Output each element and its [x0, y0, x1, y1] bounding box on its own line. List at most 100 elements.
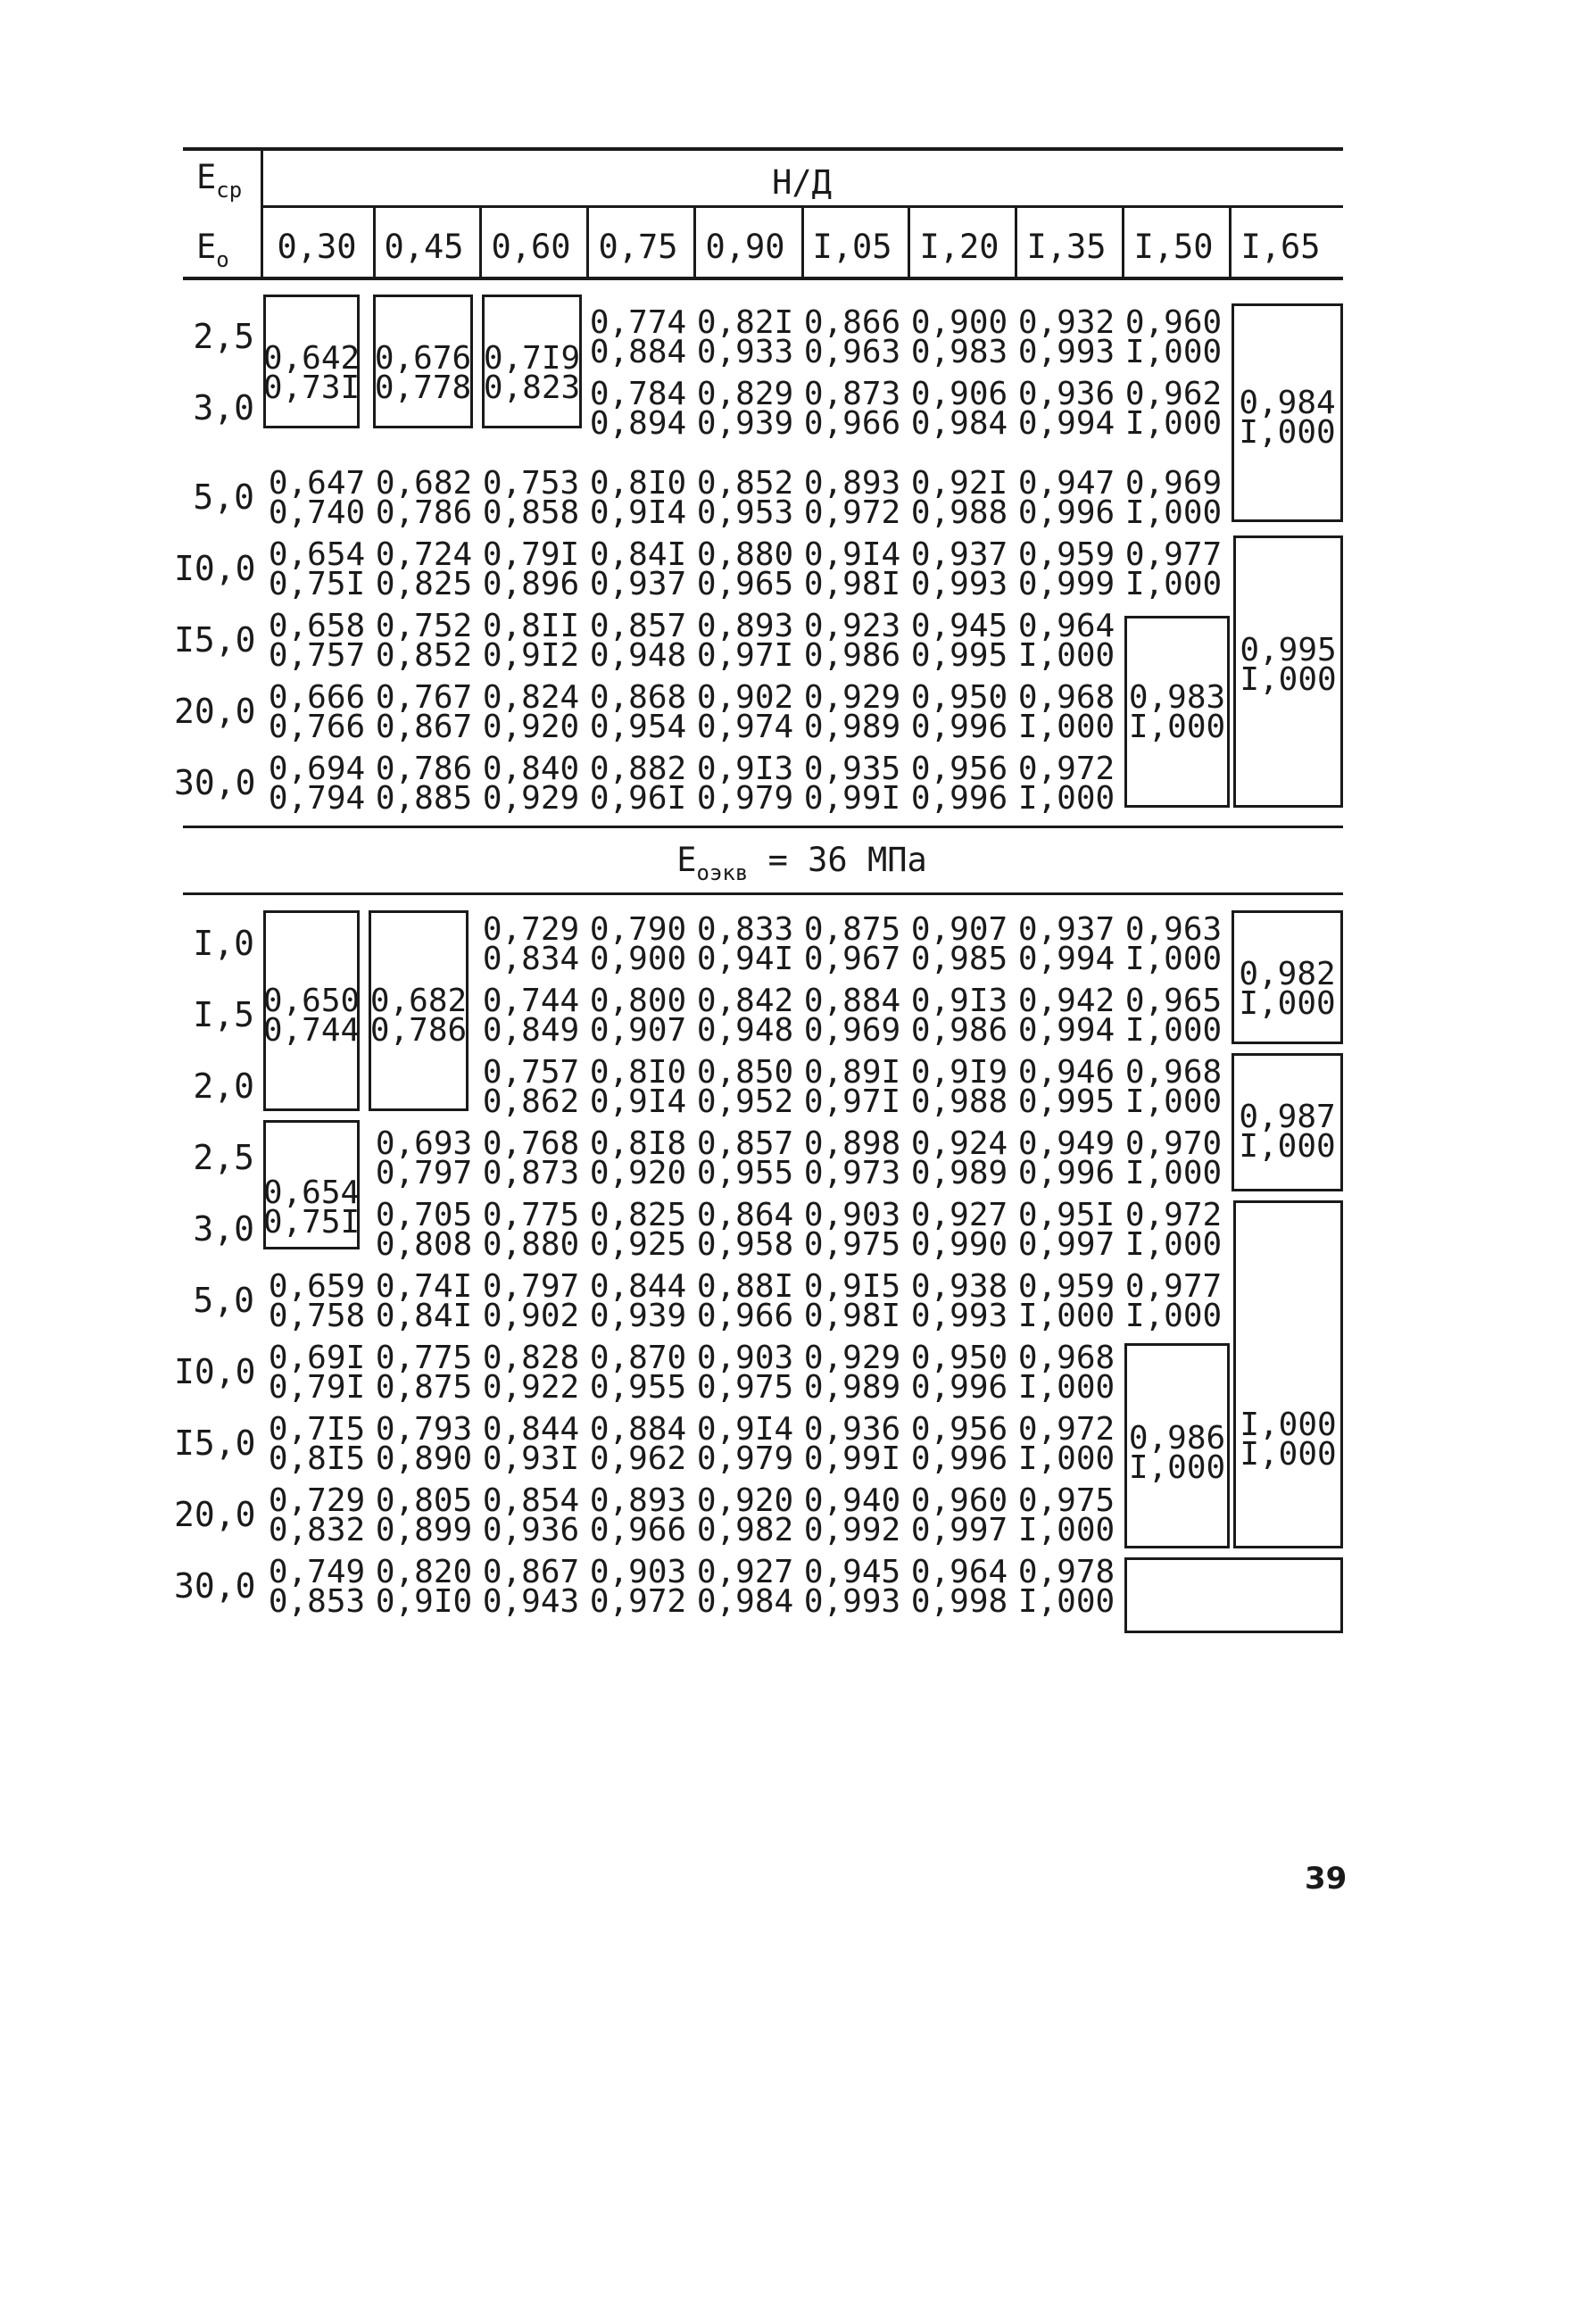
table-cell: 0,694 0,794 — [268, 751, 366, 817]
header-mid-rule — [261, 205, 1343, 208]
merged-cell-box — [263, 1120, 360, 1249]
table-cell: 0,69I 0,79I — [268, 1340, 366, 1406]
table-cell: 0,938 0,993 — [910, 1268, 1008, 1334]
table-cell: 0,854 0,936 — [482, 1482, 580, 1548]
table-cell: 0,8I0 0,9I4 — [589, 1054, 687, 1120]
table-cell: 0,978 I,000 — [1017, 1554, 1115, 1620]
table-cell: 0,840 0,929 — [482, 751, 580, 817]
group-header: Н/Д — [772, 163, 832, 202]
table-cell: 0,864 0,958 — [696, 1197, 794, 1263]
table-cell: 0,868 0,954 — [589, 679, 687, 745]
table-cell: 0,775 0,875 — [375, 1340, 473, 1406]
table-cell: 0,866 0,963 — [803, 304, 901, 370]
table-cell: 0,89I 0,97I — [803, 1054, 901, 1120]
header-col-divider — [479, 207, 482, 277]
eo-label-main: E — [196, 228, 217, 266]
table-cell: 0,82I 0,933 — [696, 304, 794, 370]
table-cell: 0,8I0 0,9I4 — [589, 465, 687, 531]
table-cell: 0,963 I,000 — [1124, 911, 1223, 977]
table-cell: 0,850 0,952 — [696, 1054, 794, 1120]
header-stub-divider — [261, 147, 263, 277]
table-cell: 0,942 0,994 — [1017, 983, 1115, 1049]
table-cell: 0,977 I,000 — [1124, 1268, 1223, 1334]
section-separator-bottom — [183, 892, 1343, 895]
page-number: 39 — [1305, 1861, 1348, 1897]
table-cell: 0,945 0,995 — [910, 608, 1008, 674]
table-cell: 0,962 I,000 — [1124, 376, 1223, 442]
row-label: I5,0 — [174, 620, 256, 660]
merged-cell-box — [1232, 910, 1343, 1044]
table-cell: 0,960 I,000 — [1124, 304, 1223, 370]
merged-cell: 0,983 I,000 — [1128, 679, 1226, 745]
table-cell: 0,829 0,939 — [696, 376, 794, 442]
table-cell: 0,744 0,849 — [482, 983, 580, 1049]
merged-cell: 0,654 0,75I — [262, 1174, 361, 1241]
table-top-rule — [183, 147, 1343, 151]
table-cell: 0,658 0,757 — [268, 608, 366, 674]
table-cell: 0,800 0,907 — [589, 983, 687, 1049]
table-cell: 0,84I 0,937 — [589, 536, 687, 602]
eo-label-sub: о — [216, 247, 229, 272]
header-col-divider — [586, 207, 589, 277]
ecp-label-sub: ср — [216, 178, 243, 203]
row-label: 20,0 — [174, 1495, 256, 1534]
table-cell: 0,79I 0,896 — [482, 536, 580, 602]
merged-cell: 0,682 0,786 — [369, 983, 468, 1049]
table-cell: 0,960 0,997 — [910, 1482, 1008, 1548]
table-cell: 0,774 0,884 — [589, 304, 687, 370]
column-header: I,05 — [812, 228, 892, 266]
table-cell: 0,940 0,992 — [803, 1482, 901, 1548]
table-cell: 0,949 0,996 — [1017, 1125, 1115, 1191]
table-cell: 0,757 0,862 — [482, 1054, 580, 1120]
table-cell: 0,767 0,867 — [375, 679, 473, 745]
row-label: 2,5 — [193, 1138, 254, 1177]
header-col-divider — [1229, 207, 1232, 277]
table-cell: 0,729 0,834 — [482, 911, 580, 977]
row-label: 2,0 — [193, 1067, 254, 1106]
table-cell: 0,880 0,965 — [696, 536, 794, 602]
table-cell: 0,893 0,97I — [696, 608, 794, 674]
table-cell: 0,929 0,989 — [803, 1340, 901, 1406]
merged-cell: 0,986 I,000 — [1128, 1420, 1226, 1486]
table-cell: 0,88I 0,966 — [696, 1268, 794, 1334]
table-cell: 0,833 0,94I — [696, 911, 794, 977]
table-cell: 0,870 0,955 — [589, 1340, 687, 1406]
table-cell: 0,950 0,996 — [910, 679, 1008, 745]
header-col-divider — [693, 207, 696, 277]
table-cell: 0,666 0,766 — [268, 679, 366, 745]
row-label: 30,0 — [174, 1566, 256, 1606]
table-cell: 0,968 I,000 — [1124, 1054, 1223, 1120]
table-cell: 0,903 0,975 — [696, 1340, 794, 1406]
table-cell: 0,969 I,000 — [1124, 465, 1223, 531]
merged-cell: 0,650 0,744 — [262, 983, 361, 1049]
table-cell: 0,946 0,995 — [1017, 1054, 1115, 1120]
table-cell: 0,902 0,974 — [696, 679, 794, 745]
merged-cell: 0,984 I,000 — [1239, 385, 1336, 451]
table-cell: 0,936 0,994 — [1017, 376, 1115, 442]
header-bottom-rule — [183, 277, 1343, 280]
table-cell: 0,956 0,996 — [910, 1411, 1008, 1477]
table-cell: 0,647 0,740 — [268, 465, 366, 531]
table-cell: 0,749 0,853 — [268, 1554, 366, 1620]
table-cell: 0,959 0,999 — [1017, 536, 1115, 602]
table-cell: 0,9I4 0,979 — [696, 1411, 794, 1477]
column-header: I,35 — [1026, 228, 1107, 266]
merged-cell: 0,995 I,000 — [1240, 632, 1337, 698]
row-label: 3,0 — [193, 388, 254, 427]
column-header: I,50 — [1133, 228, 1214, 266]
row-label: 30,0 — [174, 763, 256, 802]
header-col-divider — [373, 207, 376, 277]
table-cell: 0,947 0,996 — [1017, 465, 1115, 531]
table-cell: 0,873 0,966 — [803, 376, 901, 442]
row-label: I,5 — [193, 995, 254, 1034]
column-header: 0,75 — [598, 228, 678, 266]
table-cell: 0,920 0,982 — [696, 1482, 794, 1548]
row-label: 5,0 — [193, 1281, 254, 1320]
table-cell: 0,935 0,99I — [803, 751, 901, 817]
table-cell: 0,956 0,996 — [910, 751, 1008, 817]
table-cell: 0,857 0,955 — [696, 1125, 794, 1191]
table-cell: 0,875 0,967 — [803, 911, 901, 977]
table-cell: 0,936 0,99I — [803, 1411, 901, 1477]
table-cell: 0,8I8 0,920 — [589, 1125, 687, 1191]
table-cell: 0,932 0,993 — [1017, 304, 1115, 370]
